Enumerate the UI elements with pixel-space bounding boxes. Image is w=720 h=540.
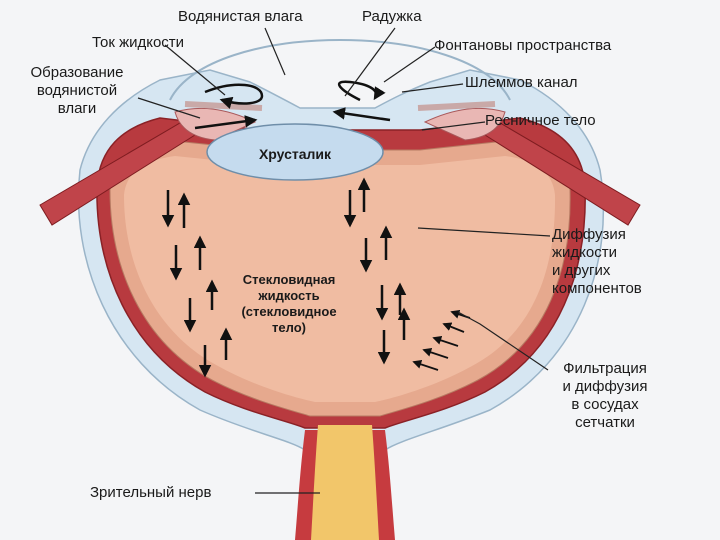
- diffusion-arrows: [161, 177, 411, 378]
- label-vitreous-line3: (стекловидное: [241, 304, 337, 319]
- label-filtration-line1: Фильтрация: [563, 360, 647, 377]
- label-diffusion-line4: компонентов: [552, 280, 642, 297]
- optic-nerve-core: [311, 425, 379, 540]
- iris-right: [417, 101, 496, 111]
- label-filtration: Фильтрация и диффузия в сосудах сетчатки: [548, 360, 662, 432]
- leader-schlemm: [401, 83, 464, 93]
- label-aqueous-humor: Водянистая влага: [178, 8, 303, 25]
- label-formation-line1: Образование: [30, 64, 124, 81]
- label-filtration-line3: в сосудах: [571, 396, 639, 413]
- leader-formation: [137, 97, 201, 119]
- leader-iris: [344, 27, 396, 97]
- label-formation: Образование водянистой влаги: [14, 64, 140, 118]
- flow-arrow-left: [204, 83, 264, 109]
- label-formation-line2: водянистой: [36, 82, 118, 99]
- filtration-arrow: [422, 348, 449, 359]
- label-filtration-line4: сетчатки: [575, 414, 635, 431]
- label-diffusion-line2: жидкости: [552, 244, 617, 261]
- leader-aqueous: [264, 27, 286, 76]
- lens: [206, 123, 384, 181]
- label-diffusion-line1: Диффузия: [552, 226, 626, 243]
- label-diffusion: Диффузия жидкости и других компонентов: [552, 226, 642, 298]
- label-vitreous-line1: Стекловидная: [242, 272, 336, 287]
- label-iris: Радужка: [362, 8, 422, 25]
- label-fontana-spaces: Фонтановы пространства: [434, 37, 612, 54]
- label-optic-nerve: Зрительный нерв: [90, 484, 212, 501]
- leader-lines: [137, 27, 551, 494]
- label-vitreous-line4: тело): [272, 320, 306, 335]
- label-formation-line3: влаги: [57, 100, 97, 117]
- filtration-arrow: [442, 322, 465, 333]
- label-schlemm-canal: Шлеммов канал: [465, 74, 578, 91]
- leader-ciliary: [421, 121, 486, 131]
- label-lens: Хрусталик: [258, 146, 332, 162]
- vitreous-body: [124, 156, 556, 402]
- flow-arrow-lower-right: [332, 107, 391, 122]
- leader-fontana: [383, 46, 436, 83]
- leader-fluid-flow: [164, 44, 226, 96]
- label-vitreous-line2: жидкость: [258, 288, 320, 303]
- filtration-arrow: [412, 360, 439, 371]
- leader-filtration: [457, 311, 549, 371]
- flow-arrow-lower-left: [194, 115, 258, 130]
- label-ciliary-body: Ресничное тело: [485, 112, 596, 129]
- label-diffusion-line3: и других: [552, 262, 611, 279]
- flow-arrow-right: [337, 80, 386, 102]
- filtration-arrow: [432, 336, 459, 347]
- label-fluid-flow: Ток жидкости: [92, 34, 185, 51]
- label-vitreous: Стекловидная жидкость (стекловидное тело…: [226, 272, 352, 336]
- label-filtration-line2: и диффузия: [562, 378, 648, 395]
- iris-left: [184, 101, 263, 111]
- filtration-arrows: [412, 310, 471, 371]
- leader-diffusion: [417, 227, 551, 237]
